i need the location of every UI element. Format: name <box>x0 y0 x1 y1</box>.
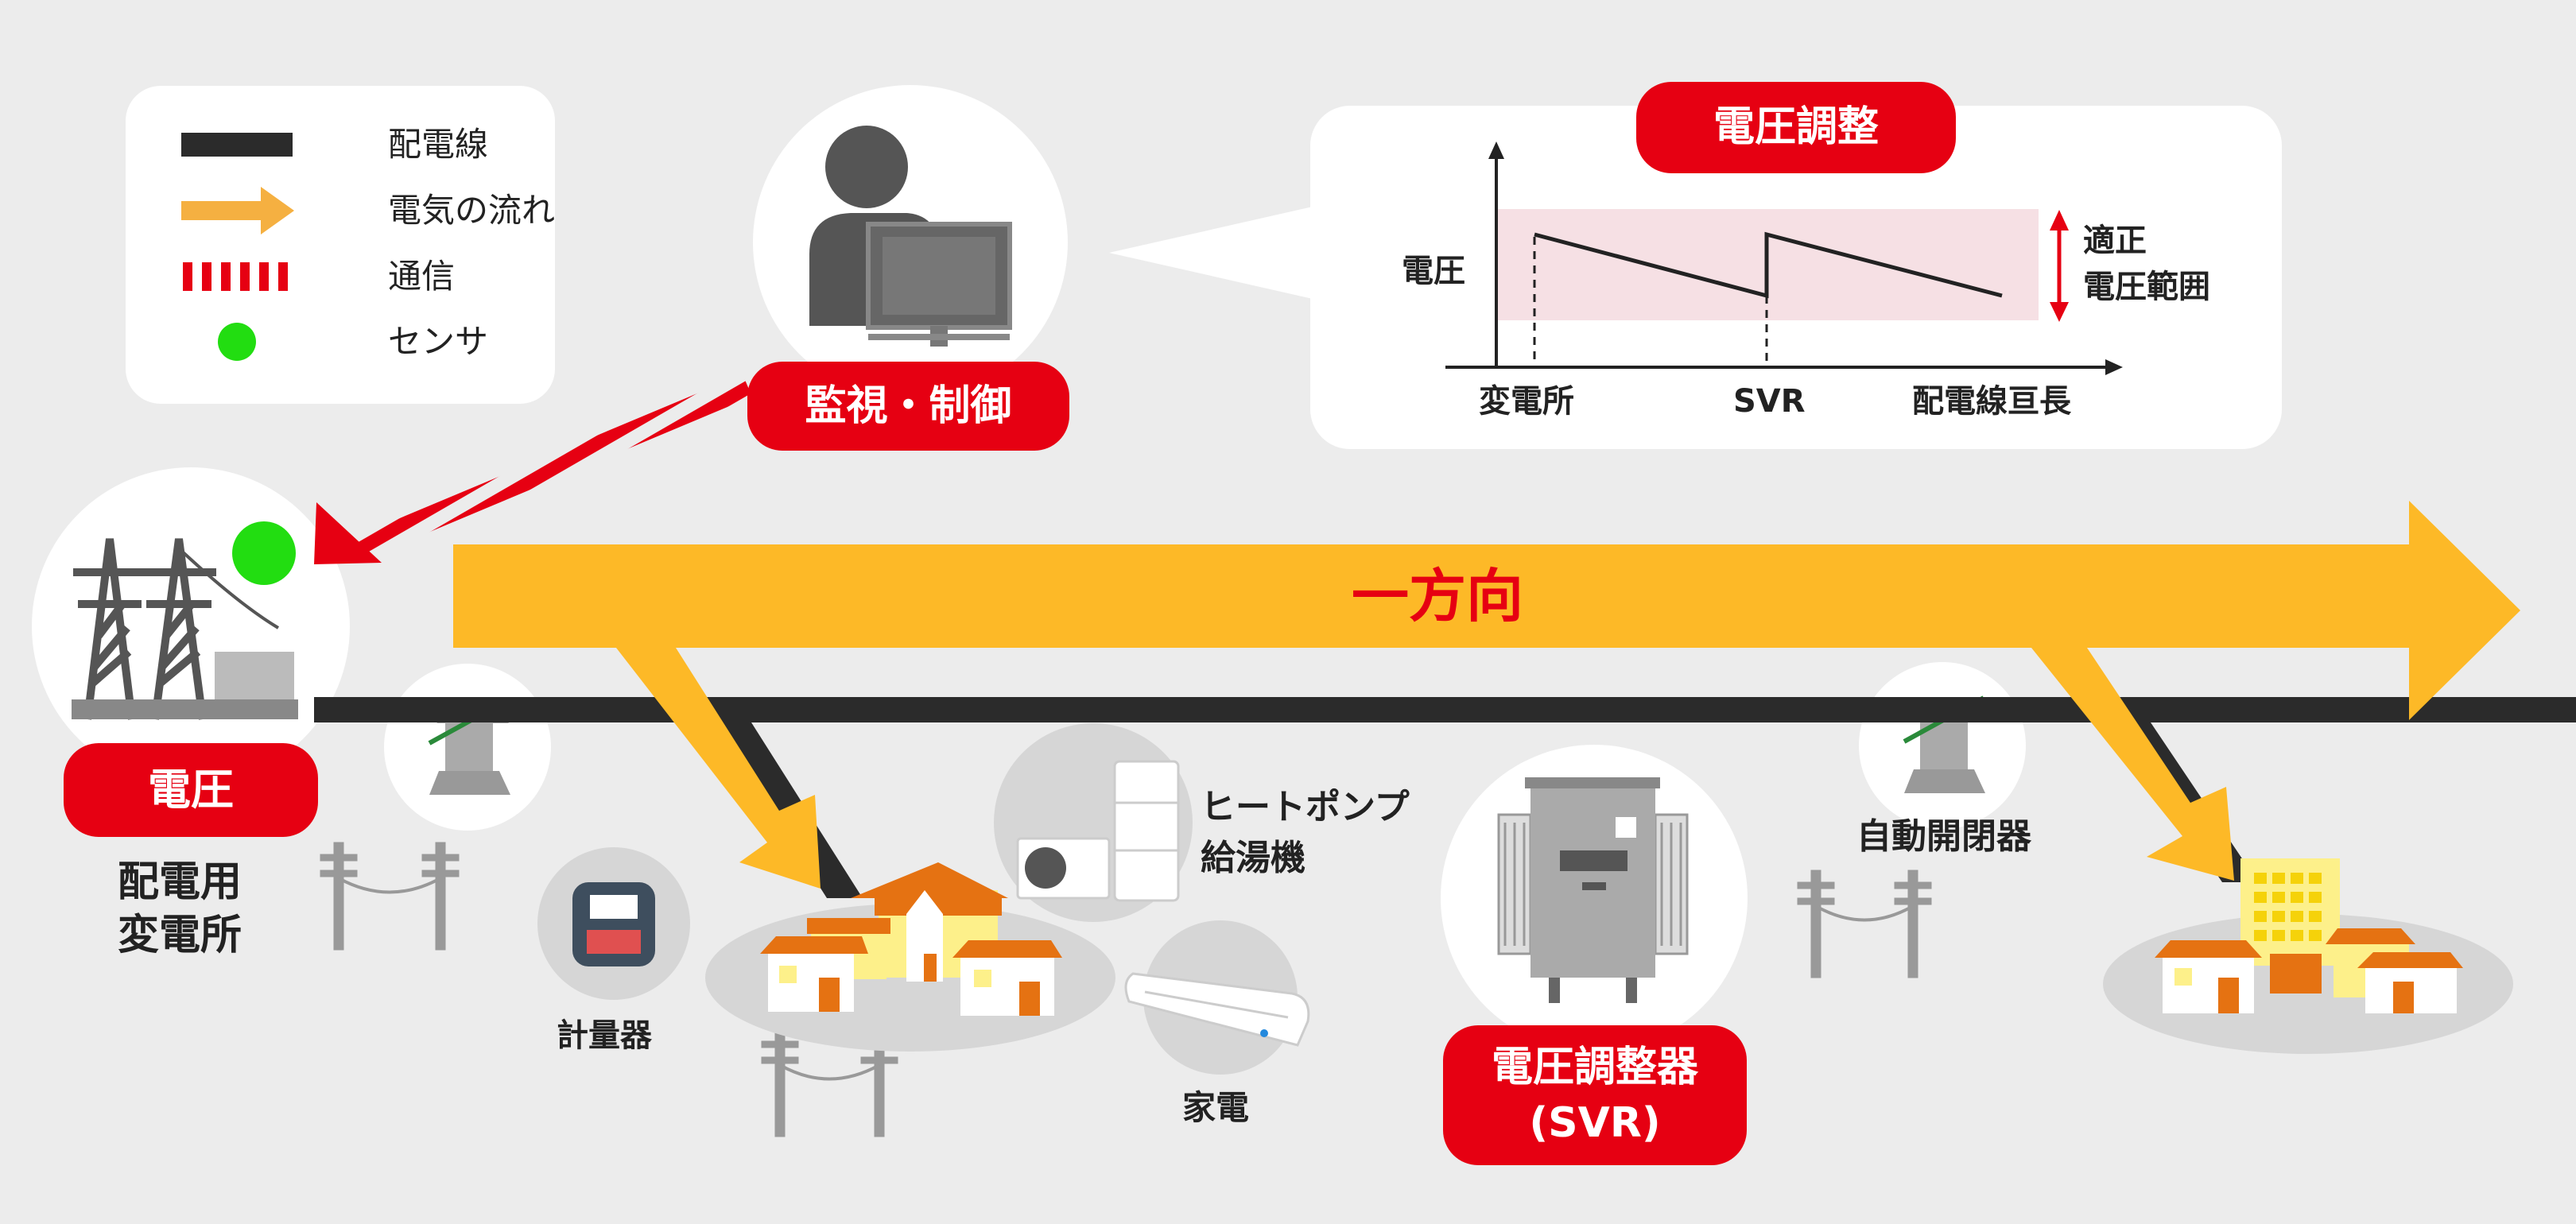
legend-label: 通信 <box>388 257 456 296</box>
svr-circle <box>1441 745 1748 1052</box>
utility-pole-1 <box>320 842 460 951</box>
substation-label-line1: 配電用 <box>118 858 242 906</box>
switch-label: 自動開閉器 <box>1856 816 2031 857</box>
black-line-icon <box>181 133 293 157</box>
legend-item-communication: 通信 <box>181 253 547 300</box>
heatpump-label-line1: ヒートポンプ <box>1201 787 1410 827</box>
graph-x-tick-line-length: 配電線亘長 <box>1912 383 2071 420</box>
switch-circle-right <box>1859 662 2026 829</box>
meter-label: 計量器 <box>557 1017 652 1054</box>
water-tank-icon <box>1113 760 1180 902</box>
svr-badge-line1: 電圧調整器 <box>1491 1044 1698 1091</box>
flow-arrow-branch-1 <box>616 648 821 889</box>
flow-direction-label: 一方向 <box>1352 563 1524 629</box>
transmission-tower-icon <box>73 538 280 720</box>
legend-label: 配電線 <box>388 125 489 164</box>
legend-item-sensor: センサ <box>181 318 547 366</box>
house-cluster-1 <box>705 862 1115 1052</box>
sensor-dot <box>232 521 296 585</box>
legend-item-electricity-flow: 電気の流れ <box>181 187 555 234</box>
switch-circle-left <box>384 664 551 831</box>
legend-panel: 配電線 電気の流れ 通信 センサ <box>126 86 555 404</box>
graph-x-tick-substation: 変電所 <box>1479 383 1574 420</box>
voltage-adjust-badge: 電圧調整 <box>1636 82 1956 173</box>
graph-x-tick-svr: SVR <box>1733 383 1806 420</box>
range-label-line2: 電圧範囲 <box>2083 269 2210 305</box>
appliance-circle <box>1124 920 1310 1075</box>
house-cluster-2 <box>2103 858 2513 1054</box>
appliance-label: 家電 <box>1182 1088 1250 1127</box>
heatpump-label-line2: 給湯機 <box>1201 838 1305 878</box>
legend-item-distribution-line: 配電線 <box>181 121 547 168</box>
substation-label-line2: 変電所 <box>118 912 242 959</box>
green-dot-icon <box>218 323 256 361</box>
computer-monitor-icon <box>866 222 1012 347</box>
operator-circle <box>753 85 1068 400</box>
meter-circle <box>537 847 690 1000</box>
monitor-control-badge: 監視・制御 <box>747 362 1069 451</box>
range-double-arrow <box>2050 210 2069 322</box>
communication-arrow <box>314 374 752 564</box>
flow-arrow-main <box>453 501 2520 720</box>
air-conditioner-icon <box>1124 972 1310 1047</box>
meter-icon <box>572 882 655 966</box>
red-dashed-icon <box>183 262 288 291</box>
svr-badge: 電圧調整器 (SVR) <box>1443 1025 1747 1165</box>
range-label-line1: 適正 <box>2083 223 2147 259</box>
heatpump-circle <box>994 723 1193 922</box>
flow-arrow-branch-2 <box>2031 648 2234 881</box>
legend-label: センサ <box>388 322 489 361</box>
orange-arrow-icon <box>181 187 294 234</box>
svr-badge-line2: (SVR) <box>1529 1099 1661 1147</box>
graph-callout <box>1109 106 2282 449</box>
legend-label: 電気の流れ <box>388 191 556 230</box>
voltage-regulator-icon <box>1497 777 1689 1003</box>
substation-voltage-badge: 電圧 <box>64 743 318 837</box>
utility-pole-3 <box>1797 870 1932 978</box>
substation-circle <box>32 467 350 785</box>
graph-y-label: 電圧 <box>1402 253 1465 289</box>
voltage-line <box>1534 231 2003 299</box>
